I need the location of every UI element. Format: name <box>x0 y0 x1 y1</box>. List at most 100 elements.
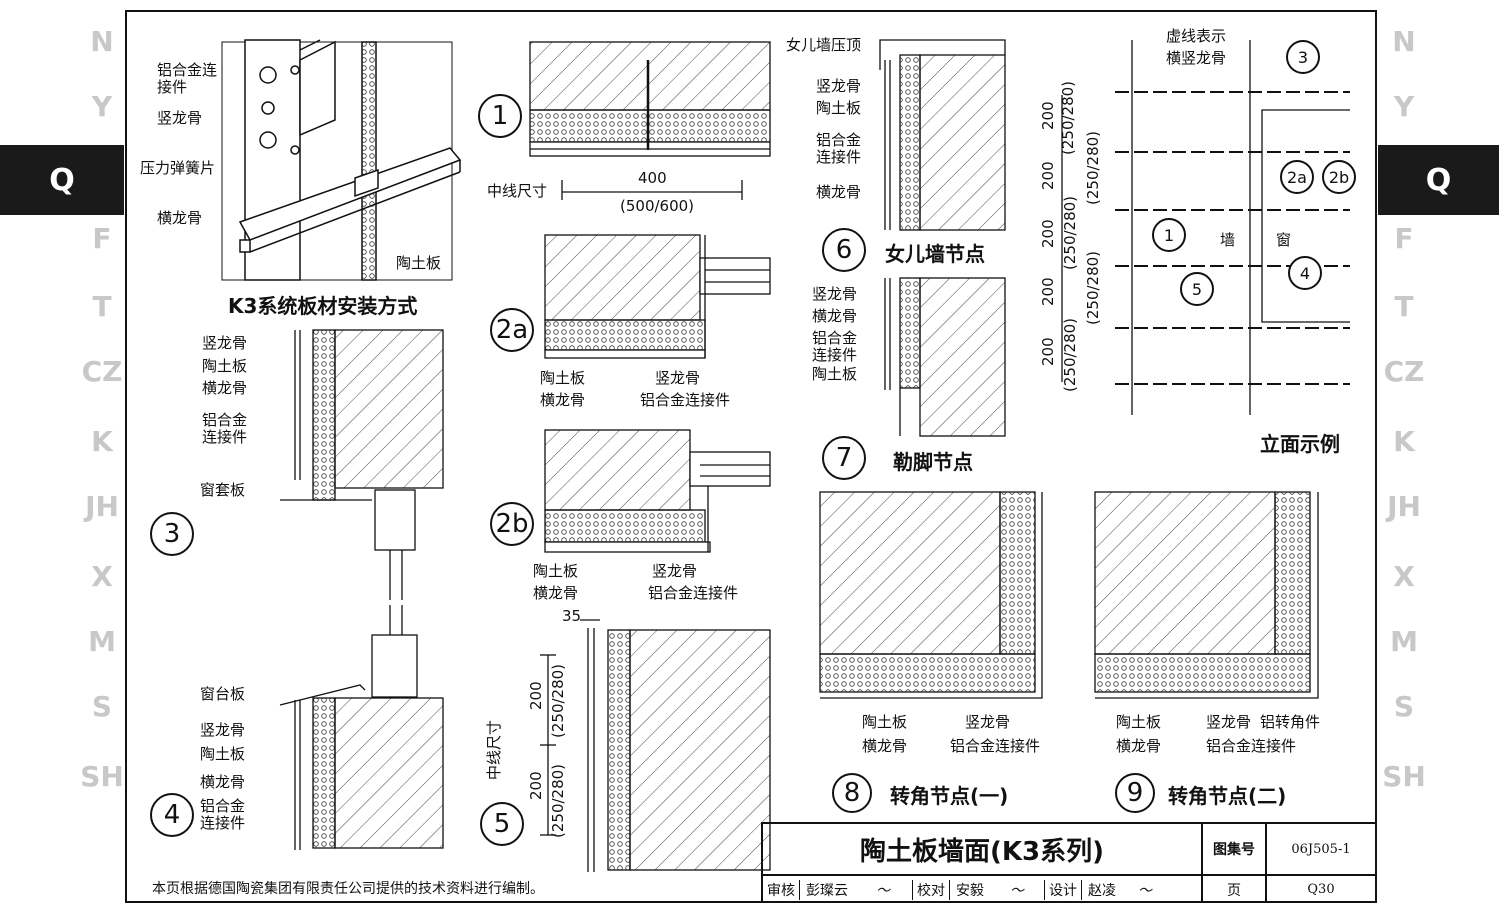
page-label: 页 <box>1203 876 1267 903</box>
side-index-letter[interactable]: CZ <box>1383 355 1425 388</box>
detail-5-marker: 5 <box>480 802 524 846</box>
d6-tile-label: 陶土板 <box>816 99 862 117</box>
side-index-letter[interactable]: X <box>1393 560 1415 593</box>
k3-vertical-label: 竖龙骨 <box>157 109 203 127</box>
side-index-letter[interactable]: K <box>1393 425 1415 458</box>
side-index-letter[interactable]: Y <box>1393 90 1415 123</box>
d4-sill-label: 窗台板 <box>200 685 246 703</box>
d3-vertical-label: 竖龙骨 <box>202 334 248 352</box>
d6-title: 女儿墙节点 <box>885 242 985 266</box>
elev-marker-2a: 2a <box>1280 160 1314 194</box>
side-index-letter[interactable]: T <box>92 290 112 323</box>
elev-window-label: 窗 <box>1276 231 1292 249</box>
elev-marker-3: 3 <box>1286 40 1320 74</box>
detail-8-section <box>819 491 1043 699</box>
side-index-letter[interactable]: X <box>91 560 113 593</box>
k3-tile-label: 陶土板 <box>396 254 442 272</box>
atlas-number: 06J505-1 <box>1267 824 1375 876</box>
source-note: 本页根据德国陶瓷集团有限责任公司提供的技术资料进行编制。 <box>152 881 544 897</box>
elev-dim-1: 200 <box>1039 101 1057 130</box>
elev-wall-label: 墙 <box>1220 231 1236 249</box>
detail-6-section <box>879 39 1006 231</box>
drawing-frame <box>125 10 1377 903</box>
elev-dashed-label: 虚线表示 <box>1166 27 1227 45</box>
side-index-letter[interactable]: CZ <box>81 355 123 388</box>
d2a-connector-label: 铝合金连接件 <box>640 391 731 409</box>
designer-name: 赵凌 <box>1088 882 1116 899</box>
d6-connector-label: 铝合金连接件 <box>816 131 862 167</box>
d2b-tile-label: 陶土板 <box>533 562 579 580</box>
elevation-drawing <box>1061 40 1350 415</box>
k3-isometric-drawing <box>221 39 462 281</box>
d8-connector-label: 铝合金连接件 <box>950 737 1041 755</box>
d2b-horizontal-label: 横龙骨 <box>533 584 579 602</box>
side-index-letter[interactable]: SH <box>1382 760 1426 793</box>
detail-7-marker: 7 <box>822 436 866 480</box>
sheet-title: 陶土板墙面(K3系列) <box>763 824 1203 876</box>
d9-corner-label: 铝转角件 <box>1260 713 1321 731</box>
k3-horizontal-label: 横龙骨 <box>157 209 203 227</box>
side-index-letter[interactable]: F <box>1394 222 1414 255</box>
d5-dim2: 200 <box>527 771 545 800</box>
title-block: 陶土板墙面(K3系列) 图集号 06J505-1 审核 彭璨云 〜 校对 安毅 … <box>761 822 1377 903</box>
d7-vertical-label: 竖龙骨 <box>812 285 858 303</box>
d7-horizontal-label: 横龙骨 <box>812 307 858 325</box>
elev-dim-3-alt: (250/280) <box>1061 195 1079 270</box>
d4-connector-label: 铝合金连接件 <box>200 797 246 833</box>
detail-4-section <box>279 605 444 850</box>
side-index-letter[interactable]: F <box>92 222 112 255</box>
detail-8-marker: 8 <box>832 773 872 813</box>
side-index-letter[interactable]: JH <box>85 490 119 523</box>
page-number: Q30 <box>1307 882 1335 897</box>
d2b-connector-label: 铝合金连接件 <box>648 584 739 602</box>
d8-vertical-label: 竖龙骨 <box>965 713 1011 731</box>
d1-centerline-label: 中线尺寸 <box>487 182 548 200</box>
side-index-letter[interactable]: Y <box>91 90 113 123</box>
elev-marker-2b: 2b <box>1322 160 1356 194</box>
d5-dim1-alt: (250/280) <box>549 663 567 738</box>
d4-vertical-label: 竖龙骨 <box>200 721 246 739</box>
d7-connector-label: 铝合金连接件 <box>812 329 858 365</box>
d3-jamb-label: 窗套板 <box>200 481 246 499</box>
d6-coping-label: 女儿墙压顶 <box>786 36 862 54</box>
d9-tile-label: 陶土板 <box>1116 713 1162 731</box>
detail-4-marker: 4 <box>150 793 194 837</box>
d5-centerline-label: 中线尺寸 <box>485 719 503 780</box>
detail-9-marker: 9 <box>1115 773 1155 813</box>
side-index-letter[interactable]: M <box>88 625 116 658</box>
side-index-letter[interactable]: M <box>1390 625 1418 658</box>
d3-horizontal-label: 横龙骨 <box>202 379 248 397</box>
d2a-vertical-label: 竖龙骨 <box>655 369 701 387</box>
d3-connector-label: 铝合金连接件 <box>202 411 248 447</box>
side-index-letter[interactable]: T <box>1394 290 1414 323</box>
d8-tile-label: 陶土板 <box>862 713 908 731</box>
side-index-letter[interactable]: N <box>1392 25 1416 58</box>
atlas-label: 图集号 <box>1203 824 1267 876</box>
elev-marker-5: 5 <box>1180 272 1214 306</box>
detail-7-section <box>884 277 1006 437</box>
review-label: 审核 <box>763 879 800 900</box>
detail-1-marker: 1 <box>478 94 522 138</box>
signature-row: 审核 彭璨云 〜 校对 安毅 〜 设计 赵凌 〜 <box>763 876 1203 903</box>
elev-dim-2-alt: (250/280) <box>1084 130 1102 205</box>
elev-dim-5-alt: (250/280) <box>1061 317 1079 392</box>
elev-dim-1-alt: (250/280) <box>1059 80 1077 155</box>
side-index-letter[interactable]: JH <box>1387 490 1421 523</box>
d1-dimension: 400 <box>638 169 667 187</box>
elev-dim-5: 200 <box>1039 337 1057 366</box>
d2b-vertical-label: 竖龙骨 <box>652 562 698 580</box>
side-index-letter[interactable]: S <box>91 690 113 723</box>
side-index-letter[interactable]: N <box>90 25 114 58</box>
side-index-letter[interactable]: K <box>91 425 113 458</box>
side-index-letter[interactable]: S <box>1393 690 1415 723</box>
design-label: 设计 <box>1045 879 1082 900</box>
side-index-letter[interactable]: SH <box>80 760 124 793</box>
reviewer-name: 彭璨云 <box>806 882 848 899</box>
index-tab-left[interactable]: Q <box>0 145 124 215</box>
d9-connector-label: 铝合金连接件 <box>1206 737 1297 755</box>
d8-title: 转角节点(一) <box>890 784 1009 808</box>
elev-title: 立面示例 <box>1260 432 1340 456</box>
checker-name: 安毅 <box>956 882 984 899</box>
index-tab-right[interactable]: Q <box>1378 145 1499 215</box>
